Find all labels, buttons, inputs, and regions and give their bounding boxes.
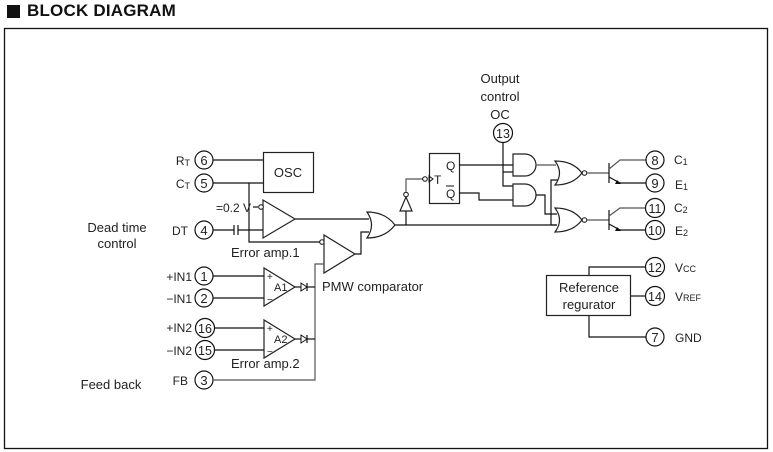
a1-plus-sign: + [267,272,273,283]
pin-gnd: 7 GND [645,327,702,347]
ff-t-label: T [434,173,442,187]
error-amp-a2: + − A2 [263,318,297,360]
pin-minus-in1-label: −IN1 [166,292,192,306]
pin-e2: 10 E2 [644,219,688,241]
pin-fb-number: 3 [200,373,207,388]
pin-e1: 9 E1 [645,173,688,193]
pin-vcc: 12 VCC [644,256,697,278]
error-amp1-label: Error amp.1 [231,245,300,260]
or-gate-1 [365,211,396,239]
feed-back-label: Feed back [81,377,142,392]
pin-rt-label: RT [176,154,191,168]
diode-icon [300,282,308,292]
output-control-label-1: Output [480,71,519,86]
pin-gnd-label: GND [675,331,702,345]
pin-e2-label: E2 [675,224,688,238]
ff-q-label: Q [446,159,455,173]
pin-minus-in1-number: 2 [200,291,207,306]
pin-minus-in2-number: 15 [198,344,212,358]
a2-plus-sign: + [267,324,273,335]
section-title-text: BLOCK DIAGRAM [27,1,176,20]
pin-fb: FB 3 [173,370,214,390]
amp-a1-label: A1 [274,282,287,294]
voltage-ref-label: =0.2 V [216,201,251,215]
pin-rt-number: 6 [200,153,207,168]
osc-block: OSC [262,151,315,194]
dead-time-label-2: control [97,236,136,251]
and-gate-2 [512,183,537,207]
pin-plus-in1-number: 1 [200,269,207,284]
pwm-comparator: PMW comparator [322,233,424,294]
pin-plus-in2-number: 16 [198,322,212,336]
pin-vref: 14 VREF [644,285,702,307]
and-gate-1 [512,153,537,177]
pin-dt-label: DT [172,224,189,238]
pin-e1-label: E1 [675,178,688,192]
reference-label-2: regurator [563,297,616,312]
pin-ct-number: 5 [200,176,207,191]
pin-plus-in2-label: +IN2 [166,321,192,335]
ff-qbar-label: Q [446,187,455,201]
output-control-label-2: control [480,89,519,104]
pin-minus-in2-label: −IN2 [166,344,192,358]
osc-label: OSC [274,165,302,180]
nor-gate-2 [553,207,588,233]
pin-c2: 11 C2 [644,197,688,219]
pin-e2-number: 10 [648,224,662,238]
pin-c1-number: 8 [651,153,658,168]
a1-minus-sign: − [267,295,273,306]
pin-dt-number: 4 [200,223,207,238]
a2-minus-sign: − [267,347,273,358]
pin-c2-label: C2 [674,201,688,215]
inverter [399,191,413,212]
error-amp-a1: + − A1 [263,266,297,308]
transistor-2-icon [608,207,646,231]
dead-time-comparator: =0.2 V [216,198,297,240]
flip-flop: T Q Q [428,152,461,205]
pin-plus-in1: +IN1 1 [166,266,214,286]
pin-vref-number: 14 [648,290,662,304]
pin-plus-in2: +IN2 16 [166,317,216,339]
pin-plus-in1-label: +IN1 [166,270,192,284]
diagram-frame [3,27,769,450]
pin-gnd-number: 7 [651,330,658,345]
amp-a2-label: A2 [274,334,287,346]
output-control-label-3: OC [490,107,510,122]
pin-minus-in1: −IN1 2 [166,288,214,308]
pin-c1-label: C1 [674,153,688,167]
section-title: BLOCK DIAGRAM [7,1,176,21]
pin-e1-number: 9 [651,176,658,191]
diode-icon [300,334,308,344]
pin-c1: 8 C1 [645,150,688,170]
transistor-1-icon [608,159,646,184]
pin-ct: CT 5 [176,173,214,193]
pin-oc-number: 13 [496,127,510,141]
pin-vcc-number: 12 [648,261,662,275]
dead-time-label-1: Dead time [87,220,146,235]
pin-rt: RT 6 [176,150,214,170]
pin-c2-number: 11 [649,202,662,216]
pin-oc: 13 [492,122,514,144]
reference-label-1: Reference [559,280,619,295]
pin-vcc-label: VCC [675,261,697,275]
pin-ct-label: CT [176,177,191,191]
reference-regulator-block: Reference regurator [545,274,632,317]
pin-minus-in2: −IN2 15 [166,339,216,361]
pin-dt: DT 4 [172,220,214,240]
pin-vref-label: VREF [675,290,702,304]
pwm-comparator-label: PMW comparator [322,279,424,294]
square-bullet-icon [7,4,20,18]
nor-gate-1 [553,160,588,186]
error-amp2-label: Error amp.2 [231,356,300,371]
pin-fb-label: FB [173,374,188,388]
